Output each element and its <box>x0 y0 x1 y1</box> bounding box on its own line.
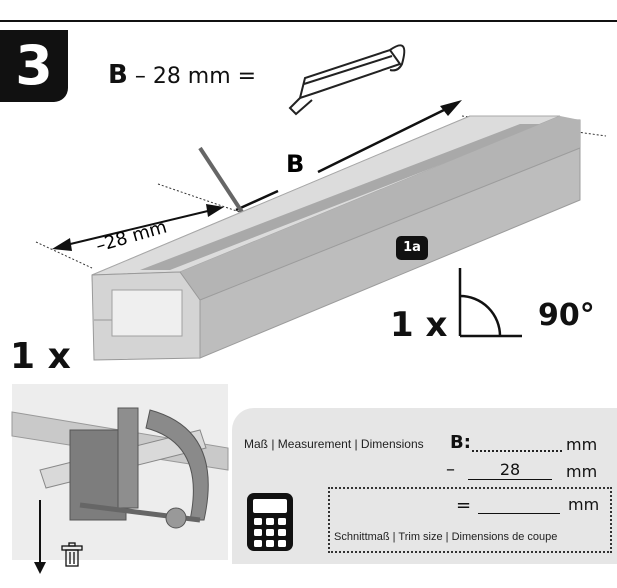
saw-clamp-graphic <box>11 384 229 574</box>
trash-icon <box>61 542 83 567</box>
offset-arrow <box>52 204 224 251</box>
formula: B – 28 mm = <box>108 60 256 90</box>
unit-label: mm <box>568 495 600 514</box>
step-number: 3 <box>0 30 68 102</box>
hacksaw-icon <box>288 44 406 116</box>
calculator-icon <box>247 493 293 551</box>
calculation-panel: Maß | Measurement | Dimensions B: mm – 2… <box>232 408 617 564</box>
saw-quantity: 1 x <box>10 336 71 377</box>
result-box: = mm Schnittmaß | Trim size | Dimensions… <box>328 487 612 553</box>
angle-value: 90° <box>538 298 595 333</box>
trim-size-label: Schnittmaß | Trim size | Dimensions de c… <box>334 531 558 543</box>
part-badge: 1a <box>396 236 428 260</box>
minus-sign: – <box>446 459 455 480</box>
formula-variable: B <box>108 60 128 90</box>
angle-quantity: 1 x <box>390 305 448 345</box>
cut-value: 28 <box>468 460 552 480</box>
b-label: B: <box>450 432 471 453</box>
unit-label: mm <box>566 435 598 454</box>
measurement-b-arrow <box>235 100 462 212</box>
header-rule <box>0 20 617 22</box>
b-value-field <box>472 450 562 452</box>
marking-pencil <box>198 146 244 214</box>
length-b-label: B <box>286 150 304 178</box>
formula-text: – 28 mm = <box>134 64 257 89</box>
equals-sign: = <box>456 495 472 516</box>
angle-90-icon <box>458 268 522 338</box>
aluminium-profile <box>91 115 581 361</box>
unit-label: mm <box>566 462 598 481</box>
result-field <box>478 513 560 514</box>
measurement-label: Maß | Measurement | Dimensions <box>244 437 424 451</box>
